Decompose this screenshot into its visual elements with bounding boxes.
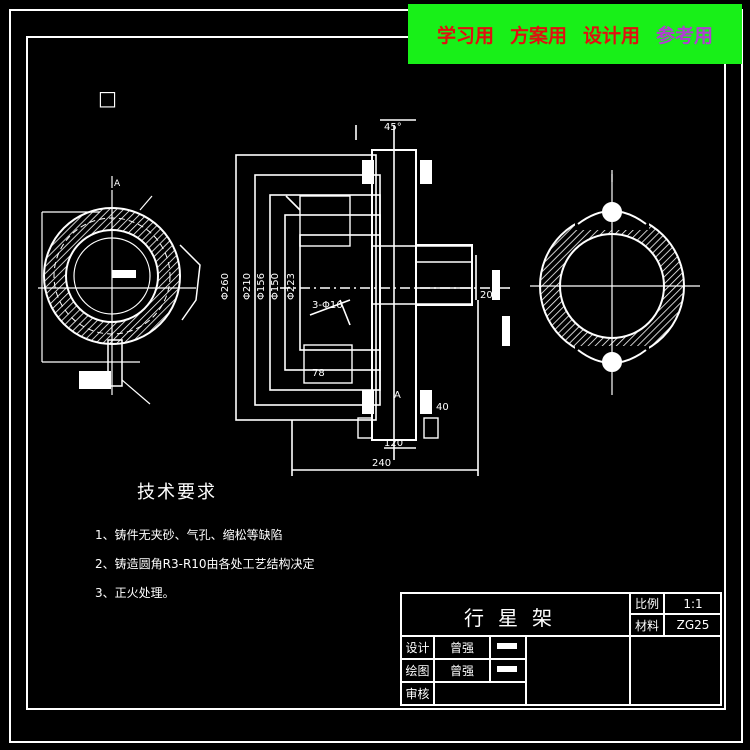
scale-value: 1:1 [683,596,703,611]
tech-line: 2、铸造圆角R3-R10由各处工艺结构决定 [95,557,315,571]
tech-title: 技术要求 [137,482,217,503]
section-symbol: □ [98,86,117,110]
dim-len2: 78 [312,368,325,379]
part-name: 行星架 [464,605,566,630]
dim-d3: Φ156 [256,273,267,300]
banner-item-study: 学习用 [436,24,494,47]
left-view: A [38,176,201,405]
title-block-grid [400,592,722,706]
tech-line: 3、正火处理。 [95,586,175,600]
dim-len3: 20 [480,290,493,301]
row-label-review: 审核 [405,687,430,701]
banner-item-plan: 方案用 [509,24,567,47]
banner-item-design: 设计用 [583,24,641,47]
row-name-review [434,682,490,705]
right-view [530,170,700,395]
row-name-drawing: 曾强 [449,664,474,678]
dim-holes: 3-Φ16 [312,300,343,311]
scale-label: 比例 [634,597,659,611]
dim-len4: 40 [436,402,449,413]
watermark-banner: 学习用 方案用 设计用 参考用 [408,4,742,64]
middle-section-view [235,119,510,476]
row-label-design: 设计 [405,641,430,655]
row-name-design: 曾强 [449,641,474,655]
dim-overall-width: 240 [372,458,391,469]
dim-d4: Φ150 [270,273,281,300]
label-a: A [394,390,401,401]
outer-frame [9,9,743,743]
inner-frame [26,36,726,710]
title-block: 行星架 比例 1:1 材料 ZG25 设计 曾强 绘图 曾强 审核 [400,592,722,706]
dim-len1: 120 [384,438,403,449]
dim-chamfer: 45° [384,122,402,133]
row-label-drawing: 绘图 [405,664,430,678]
technical-requirements: 技术要求 1、铸件无夹砂、气孔、缩松等缺陷 2、铸造圆角R3-R10由各处工艺结… [95,478,395,601]
banner-item-reference: 参考用 [656,24,714,47]
middle-dim-labels: 240 Φ260 Φ210 Φ156 Φ150 Φ223 3-Φ16 45° 1… [220,122,493,469]
material-value: ZG25 [676,618,710,632]
dim-d5: Φ223 [286,273,297,300]
dim-d2: Φ210 [242,273,253,300]
material-label: 材料 [634,618,659,633]
tech-line: 1、铸件无夹砂、气孔、缩松等缺陷 [95,528,283,542]
left-label-a: A [114,179,121,189]
dim-d1: Φ260 [220,273,231,300]
